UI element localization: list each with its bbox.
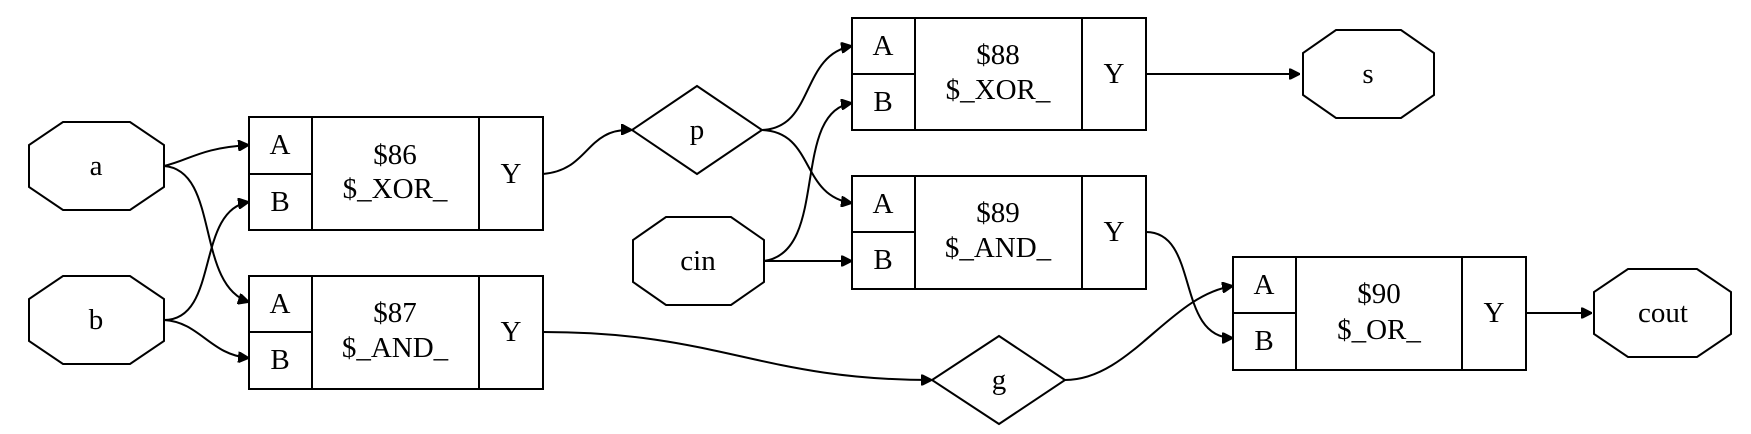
cell-87-type: $_AND_ [342, 332, 449, 364]
cell-87-id: $87 [373, 297, 417, 329]
cell-89-port-b: B [873, 244, 892, 276]
cell-89: A B $89 $_AND_ Y [851, 175, 1147, 290]
wire-p-label: p [690, 114, 705, 146]
cell-87-port-a: A [270, 288, 291, 320]
wire-g: g [930, 334, 1067, 426]
edge-b-to-87b [163, 319, 249, 358]
port-cout: cout [1593, 268, 1732, 358]
edges [163, 46, 1592, 381]
edge-89y-to-90b [1145, 231, 1233, 338]
port-cout-label: cout [1638, 297, 1688, 329]
cell-88-id: $88 [976, 39, 1020, 71]
port-b-label: b [89, 304, 104, 336]
wire-g-label: g [992, 364, 1007, 396]
edge-cin-to-88b [763, 103, 852, 262]
cell-87-port-y: Y [501, 316, 522, 348]
cell-90-port-y: Y [1484, 297, 1505, 329]
cell-89-type: $_AND_ [945, 232, 1052, 264]
octagon-shape [1593, 268, 1732, 358]
edge-a-to-87a [163, 165, 249, 302]
cell-87: A B $87 $_AND_ Y [248, 275, 544, 390]
port-s: s [1302, 29, 1435, 119]
edge-a-to-86a [163, 145, 249, 167]
cell-89-id: $89 [976, 197, 1020, 229]
cell-89-port-y: Y [1104, 216, 1125, 248]
edge-87y-to-g [542, 331, 932, 380]
port-a-label: a [90, 150, 103, 182]
cell-90-type: $_OR_ [1337, 314, 1421, 346]
diamond-shape [930, 334, 1067, 426]
cell-88-port-a: A [873, 30, 894, 62]
cell-88-port-b: B [873, 86, 892, 118]
port-s-label: s [1362, 58, 1373, 90]
port-cin-label: cin [680, 245, 716, 277]
port-cin: cin [632, 216, 765, 306]
octagon-shape [28, 121, 165, 211]
edge-86y-to-p [542, 130, 632, 175]
port-b: b [28, 275, 165, 365]
cell-90-id: $90 [1357, 278, 1401, 310]
cell-89-port-a: A [873, 188, 894, 220]
cell-86-type: $_XOR_ [343, 173, 448, 205]
octagon-shape [632, 216, 765, 306]
octagon-shape [1302, 29, 1435, 119]
cell-86-port-y: Y [501, 158, 522, 190]
edge-b-to-86b [163, 202, 249, 321]
edge-p-to-89a [761, 129, 852, 203]
cell-87-port-b: B [270, 344, 289, 376]
port-a: a [28, 121, 165, 211]
cell-86: A B $86 $_XOR_ Y [248, 116, 544, 231]
cell-88-port-y: Y [1104, 58, 1125, 90]
cell-90-port-b: B [1254, 325, 1273, 357]
edge-g-to-90a [1064, 286, 1233, 381]
wire-p: p [630, 84, 764, 176]
edge-p-to-88a [761, 46, 852, 131]
octagon-shape [28, 275, 165, 365]
cell-88: A B $88 $_XOR_ Y [851, 17, 1147, 131]
cell-90: A B $90 $_OR_ Y [1232, 256, 1527, 371]
cell-90-port-a: A [1254, 269, 1275, 301]
diamond-shape [630, 84, 764, 176]
cell-86-port-a: A [270, 129, 291, 161]
cell-86-id: $86 [373, 139, 417, 171]
cell-88-type: $_XOR_ [946, 74, 1051, 106]
cell-86-port-b: B [270, 186, 289, 218]
